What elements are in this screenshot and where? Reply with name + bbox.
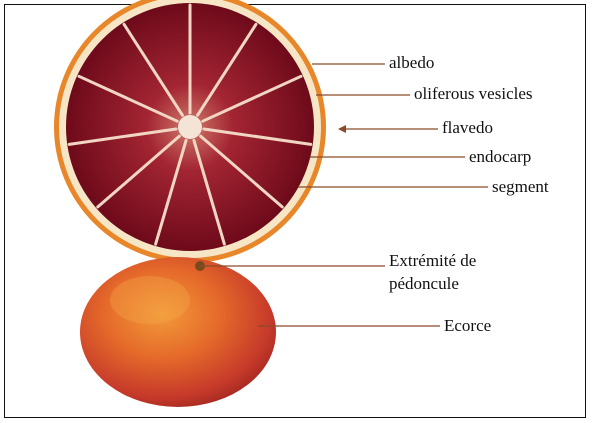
label-albedo: albedo [389,52,434,74]
peel-highlight [110,276,190,324]
arrowhead-flavedo [338,125,346,133]
label-ecorce: Ecorce [444,315,491,337]
label-flavedo: flavedo [442,117,493,139]
core [178,115,202,139]
peel [80,257,276,407]
label-extremite-line1: Extrémité de [389,250,476,272]
whole-orange [80,257,276,407]
label-oliferous-vesicles: oliferous vesicles [414,83,533,105]
label-segment: segment [492,176,549,198]
label-endocarp: endocarp [469,146,531,168]
label-extremite-line2: pédoncule [389,273,459,295]
orange-slice [54,0,326,263]
